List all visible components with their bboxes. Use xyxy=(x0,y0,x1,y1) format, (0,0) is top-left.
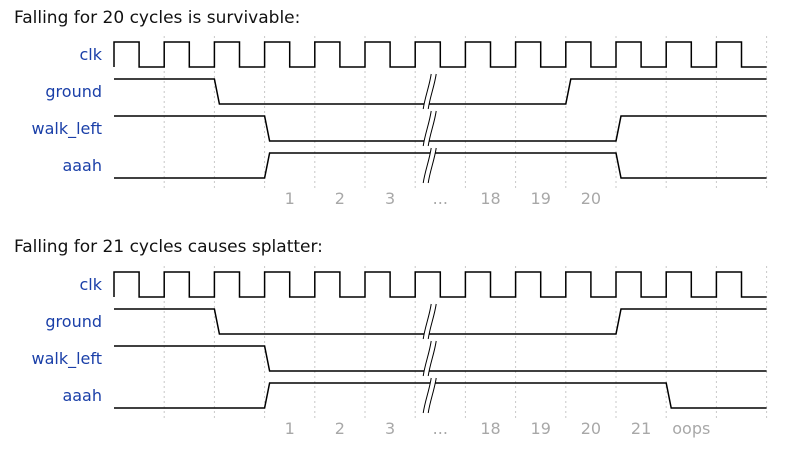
cycle-label: 19 xyxy=(531,189,551,208)
time-break-marker xyxy=(422,377,437,414)
cycle-label: ... xyxy=(433,419,448,438)
cycle-label: oops xyxy=(672,419,710,438)
signal-label-clk: clk xyxy=(79,45,102,64)
cycle-label: 20 xyxy=(581,189,601,208)
waveform-walk-left xyxy=(114,115,767,142)
cycle-label: ... xyxy=(433,189,448,208)
waveform-ground xyxy=(114,78,767,105)
signal-label-ground: ground xyxy=(45,82,102,101)
time-break-marker xyxy=(422,73,437,110)
signal-label-aaah: aaah xyxy=(62,386,102,405)
cycle-label: 20 xyxy=(581,419,601,438)
waveform-clk xyxy=(113,41,767,68)
time-break-marker xyxy=(422,147,437,184)
waveform-aaah xyxy=(114,382,767,409)
diagram-2-title: Falling for 21 cycles causes splatter: xyxy=(14,237,323,257)
cycle-label: 2 xyxy=(335,419,345,438)
diagram-1-title: Falling for 20 cycles is survivable: xyxy=(14,8,301,28)
cycle-label: 18 xyxy=(480,189,500,208)
cycle-label: 18 xyxy=(480,419,500,438)
time-break-marker xyxy=(422,303,437,340)
signal-label-ground: ground xyxy=(45,312,102,331)
cycle-label: 21 xyxy=(631,419,651,438)
time-break-marker xyxy=(422,340,437,377)
cycle-label: 2 xyxy=(335,189,345,208)
signal-label-walk-left: walk_left xyxy=(31,349,102,369)
cycle-label: 3 xyxy=(385,189,395,208)
waveform-aaah xyxy=(114,152,767,179)
signal-label-walk-left: walk_left xyxy=(31,119,102,139)
cycle-label: 1 xyxy=(285,189,295,208)
time-break-marker xyxy=(422,110,437,147)
signal-label-aaah: aaah xyxy=(62,156,102,175)
waveform-walk-left xyxy=(114,345,767,372)
signal-label-clk: clk xyxy=(79,275,102,294)
cycle-label: 19 xyxy=(531,419,551,438)
waveform-ground xyxy=(114,308,767,335)
cycle-label: 1 xyxy=(285,419,295,438)
cycle-label: 3 xyxy=(385,419,395,438)
waveform-clk xyxy=(113,271,767,298)
